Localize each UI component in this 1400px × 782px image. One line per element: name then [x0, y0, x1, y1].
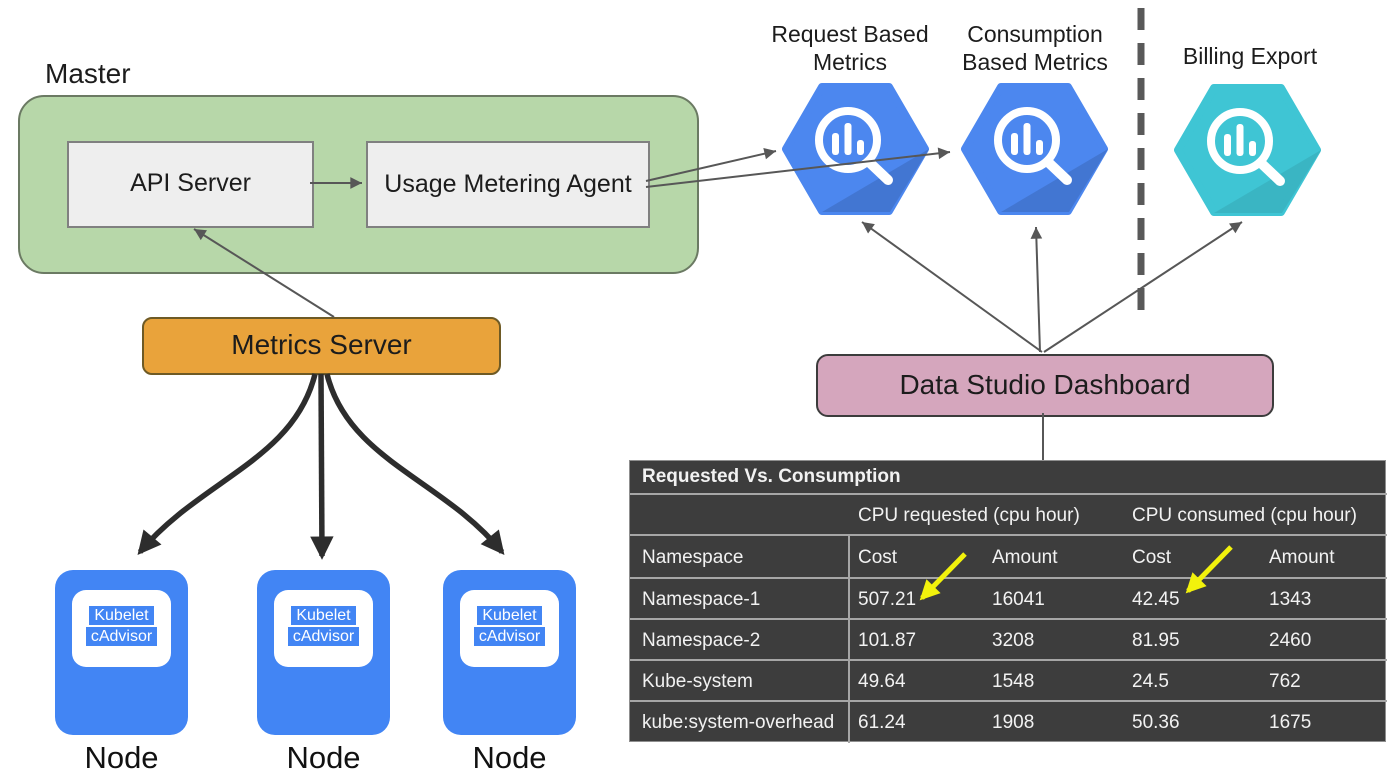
table-vertical-divider	[848, 536, 850, 743]
usage-metering-agent-label: Usage Metering Agent	[384, 170, 632, 198]
cell-amount-requested: 3208	[992, 630, 1035, 651]
connector-dashboard-to-billing-bq	[1043, 221, 1243, 353]
cell-cost-consumed: 42.45	[1132, 589, 1180, 610]
node-label: Node	[286, 740, 361, 775]
connector-dashboard-to-request-bq	[861, 221, 1043, 353]
table-row: Namespace-2 101.87 3208 81.95 2460	[630, 620, 1387, 661]
node-box: Kubelet cAdvisor Node	[55, 570, 188, 775]
arrow-metrics-to-node-2	[310, 373, 334, 560]
cell-cost-consumed: 50.36	[1132, 712, 1180, 733]
cell-cost-requested: 61.24	[858, 712, 906, 733]
table-row: kube:system-overhead 61.24 1908 50.36 16…	[630, 702, 1387, 743]
label-line: Consumption	[967, 21, 1103, 47]
cell-amount-consumed: 2460	[1269, 630, 1312, 651]
cell-cost-requested: 49.64	[858, 671, 906, 692]
arrow-metrics-to-node-3	[324, 373, 505, 556]
table-title-row: Requested Vs. Consumption	[630, 461, 1387, 495]
node-inner-panel: Kubelet cAdvisor	[72, 590, 171, 667]
column-header: Amount	[1269, 547, 1335, 568]
label-line: Based Metrics	[962, 49, 1108, 75]
table-group-header-row: CPU requested (cpu hour) CPU consumed (c…	[630, 495, 1387, 536]
cell-namespace: Kube-system	[642, 671, 753, 692]
cadvisor-badge: cAdvisor	[473, 627, 546, 646]
label-billing-export: Billing Export	[1130, 42, 1370, 70]
table-row: Kube-system 49.64 1548 24.5 762	[630, 661, 1387, 702]
arrow-metrics-to-node-1	[137, 373, 318, 555]
cadvisor-badge: cAdvisor	[287, 627, 360, 646]
connector-dashboard-to-consumption-bq	[1030, 226, 1043, 353]
api-server-box: API Server	[67, 141, 314, 228]
metrics-server-box: Metrics Server	[142, 317, 501, 375]
cell-namespace: Namespace-2	[642, 630, 761, 651]
column-header: Cost	[1132, 547, 1172, 568]
label-line: Metrics	[812, 49, 888, 75]
column-header: Amount	[992, 547, 1058, 568]
cell-cost-requested: 101.87	[858, 630, 917, 651]
cell-amount-consumed: 762	[1269, 671, 1301, 692]
column-header: Namespace	[642, 547, 744, 568]
label-request-based-metrics: Request Based Metrics	[730, 20, 970, 76]
kubelet-badge: Kubelet	[477, 606, 542, 625]
cell-amount-requested: 16041	[992, 589, 1045, 610]
cadvisor-badge: cAdvisor	[85, 627, 158, 646]
master-label: Master	[45, 58, 131, 89]
label-line: Request Based	[771, 21, 929, 47]
kubelet-badge: Kubelet	[291, 606, 356, 625]
kubelet-badge: Kubelet	[89, 606, 154, 625]
magnifier-bars-glyph	[1207, 108, 1285, 186]
node-inner-panel: Kubelet cAdvisor	[460, 590, 559, 667]
cell-amount-requested: 1548	[992, 671, 1035, 692]
bigquery-billing-icon	[1174, 84, 1321, 216]
bigquery-consumption-icon	[961, 83, 1108, 215]
cell-namespace: Namespace-1	[642, 589, 761, 610]
table-column-header-row: Namespace Cost Amount Cost Amount	[630, 536, 1387, 579]
node-inner-panel: Kubelet cAdvisor	[274, 590, 373, 667]
cell-amount-consumed: 1675	[1269, 712, 1312, 733]
bigquery-request-icon	[782, 83, 929, 215]
table-title: Requested Vs. Consumption	[642, 466, 901, 487]
table-row: Namespace-1 507.21 16041 42.45 1343	[630, 579, 1387, 620]
node-label: Node	[472, 740, 547, 775]
cell-cost-consumed: 81.95	[1132, 630, 1180, 651]
group-header: CPU requested (cpu hour)	[858, 505, 1080, 526]
label-line: Billing Export	[1182, 43, 1318, 69]
usage-metering-agent-box: Usage Metering Agent	[366, 141, 650, 228]
cell-amount-requested: 1908	[992, 712, 1035, 733]
cell-cost-consumed: 24.5	[1132, 671, 1169, 692]
column-header: Cost	[858, 547, 898, 568]
magnifier-bars-glyph	[994, 107, 1072, 185]
data-studio-dashboard-box: Data Studio Dashboard	[816, 354, 1274, 417]
node-box: Kubelet cAdvisor Node	[257, 570, 390, 775]
node-box: Kubelet cAdvisor Node	[443, 570, 576, 775]
node-label: Node	[84, 740, 159, 775]
cell-namespace: kube:system-overhead	[642, 712, 835, 733]
hexagon-shade	[1214, 150, 1321, 213]
label-consumption-based-metrics: Consumption Based Metrics	[915, 20, 1155, 76]
group-header: CPU consumed (cpu hour)	[1132, 505, 1357, 526]
cell-cost-requested: 507.21	[858, 589, 917, 610]
cell-amount-consumed: 1343	[1269, 589, 1312, 610]
hexagon-shade	[1001, 149, 1108, 212]
usage-table: Requested Vs. Consumption CPU requested …	[629, 460, 1387, 743]
